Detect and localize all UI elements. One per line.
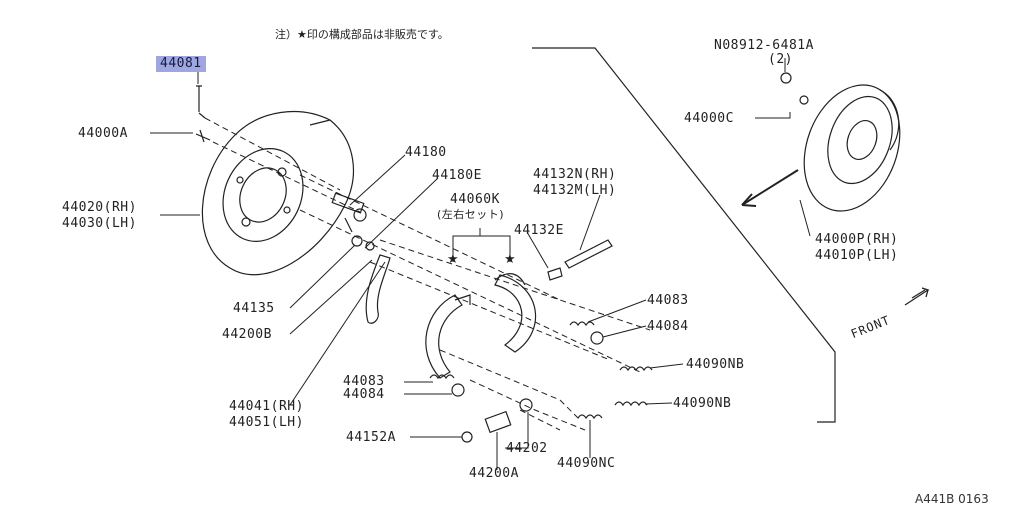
- lever-44200b: [365, 254, 391, 324]
- part-44180-label[interactable]: 44180: [405, 145, 447, 160]
- part-44030-label[interactable]: 44030(LH): [62, 216, 137, 231]
- bolt-44081: [196, 85, 202, 112]
- part-44020-label[interactable]: 44020(RH): [62, 200, 137, 215]
- cup-44084: [590, 331, 604, 345]
- part-44084-label[interactable]: 44084: [343, 387, 385, 402]
- part-44200a-label[interactable]: 44200A: [469, 466, 519, 481]
- part-44202-label[interactable]: 44202: [506, 441, 548, 456]
- nut-08912: [780, 72, 792, 84]
- bolt-44000a: [195, 129, 211, 143]
- part-44000c-label[interactable]: 44000C: [684, 111, 734, 126]
- springs: [429, 321, 653, 420]
- part-44060k-label[interactable]: 44060K: [450, 192, 500, 207]
- part-44041-label[interactable]: 44041(RH): [229, 399, 304, 414]
- adjuster-44180: [331, 192, 367, 233]
- part-44200b-label[interactable]: 44200B: [222, 327, 272, 342]
- star-icon: ★: [504, 252, 516, 267]
- part-44083-label[interactable]: 44083: [343, 374, 385, 389]
- divider-line: [532, 47, 836, 423]
- part-44132m-label[interactable]: 44132M(LH): [533, 183, 617, 198]
- backing-plate-44020: [201, 110, 355, 276]
- part-44135-label[interactable]: 44135: [233, 301, 275, 316]
- part-44180e-label[interactable]: 44180E: [432, 168, 482, 183]
- diagram-code: A441B 0163: [915, 492, 989, 506]
- part-08912-qty: (2): [768, 52, 793, 67]
- part-44000p-label[interactable]: 44000P(RH): [815, 232, 899, 247]
- part-08912-label[interactable]: N08912-6481A: [714, 38, 814, 53]
- part-44152a-label[interactable]: 44152A: [346, 430, 396, 445]
- part-44051-label[interactable]: 44051(LH): [229, 415, 304, 430]
- part-44090nc-label[interactable]: 44090NC: [557, 456, 616, 471]
- front-arrow-icon: [904, 287, 930, 306]
- part-44010p-label[interactable]: 44010P(LH): [815, 248, 899, 263]
- part-44000a-label[interactable]: 44000A: [78, 126, 128, 141]
- part-44132n-label[interactable]: 44132N(RH): [533, 167, 617, 182]
- part-44081-link[interactable]: 44081: [156, 56, 206, 72]
- part-44060k-sub: (左右セット): [437, 208, 505, 221]
- part-44083-label[interactable]: 44083: [647, 293, 689, 308]
- part-44090nb-label[interactable]: 44090NB: [686, 357, 745, 372]
- star-icon: ★: [447, 252, 459, 267]
- part-44132e-label[interactable]: 44132E: [514, 223, 564, 238]
- washer-44135: [351, 235, 363, 247]
- part-44090nb-label[interactable]: 44090NB: [673, 396, 732, 411]
- strut-44132: [564, 239, 613, 269]
- note-text: 注）★印の構成部品は非販売です。: [275, 28, 449, 41]
- part-44084-label[interactable]: 44084: [647, 319, 689, 334]
- backing-plate-assembly-44000p: [803, 84, 901, 212]
- brake-shoes-44060k: [425, 273, 537, 379]
- direction-arrow: [741, 169, 799, 206]
